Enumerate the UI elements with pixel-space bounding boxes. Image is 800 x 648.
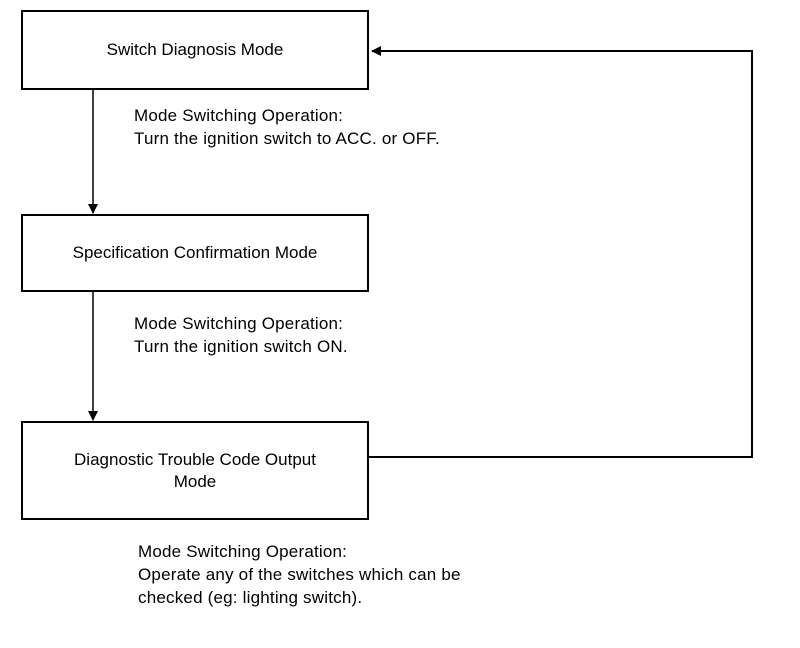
transition-note-3: Mode Switching Operation: Operate any of… (138, 540, 461, 609)
diagnostic-trouble-code-output-mode-label: Diagnostic Trouble Code Output Mode (74, 449, 316, 491)
specification-confirmation-mode-label: Specification Confirmation Mode (72, 243, 318, 262)
specification-confirmation-mode-box: Specification Confirmation Mode (21, 214, 369, 292)
transition-note-1-line-1: Turn the ignition switch to ACC. or OFF. (134, 129, 440, 148)
transition-note-3-line-2: checked (eg: lighting switch). (138, 588, 363, 607)
transition-note-1-heading: Mode Switching Operation: (134, 106, 344, 125)
transition-note-2-line-1: Turn the ignition switch ON. (134, 337, 348, 356)
transition-note-3-line-1: Operate any of the switches which can be (138, 565, 461, 584)
transition-note-1: Mode Switching Operation: Turn the ignit… (134, 104, 440, 150)
switch-diagnosis-mode-label: Switch Diagnosis Mode (106, 40, 284, 59)
transition-note-2-heading: Mode Switching Operation: (134, 314, 344, 333)
diagnostic-trouble-code-output-mode-box: Diagnostic Trouble Code Output Mode (21, 421, 369, 520)
transition-note-3-heading: Mode Switching Operation: (138, 542, 348, 561)
switch-diagnosis-mode-box: Switch Diagnosis Mode (21, 10, 369, 90)
transition-note-2: Mode Switching Operation: Turn the ignit… (134, 312, 348, 358)
